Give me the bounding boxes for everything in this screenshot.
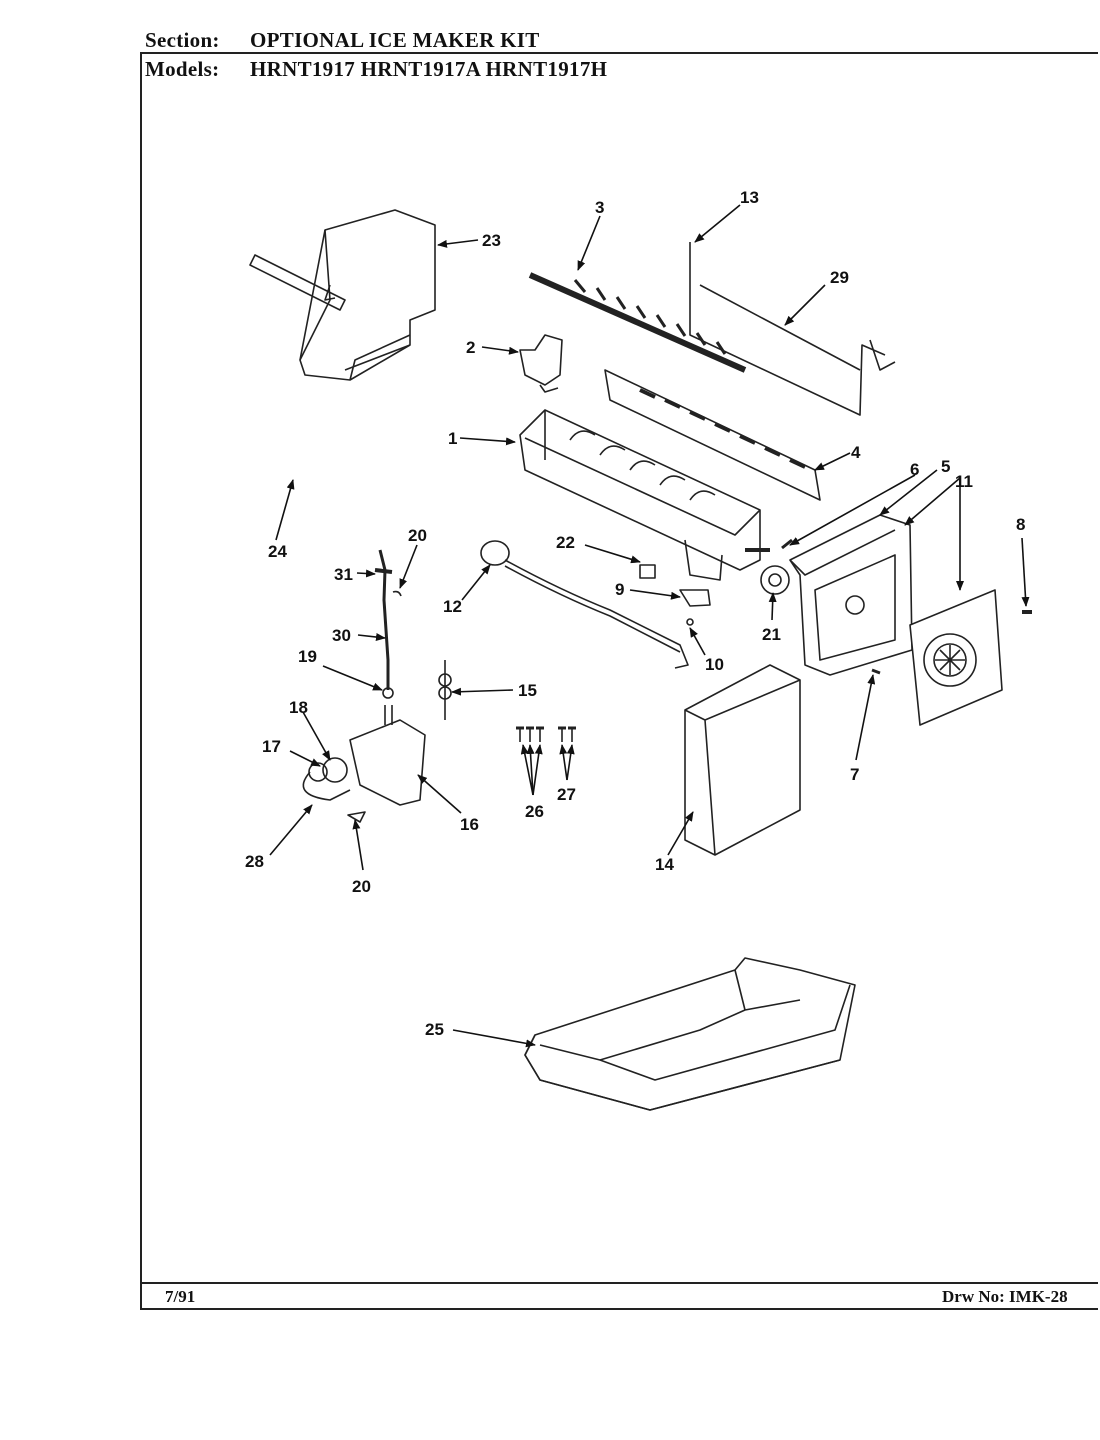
callout-18: 18 xyxy=(289,698,308,717)
models-label: Models: xyxy=(145,57,220,81)
callout-6: 6 xyxy=(910,460,919,479)
callout-5: 5 xyxy=(941,457,950,476)
part-shutoff-arm xyxy=(689,242,896,416)
callout-12: 12 xyxy=(443,597,462,616)
callout-22: 22 xyxy=(556,533,575,552)
callout-13: 13 xyxy=(740,188,759,207)
callout-23: 23 xyxy=(482,231,501,250)
callout-2: 2 xyxy=(466,338,475,357)
drawing-number: Drw No: IMK-28 xyxy=(942,1287,1068,1306)
callout-1: 1 xyxy=(448,429,457,448)
callout-14: 14 xyxy=(655,855,674,874)
callout-7: 7 xyxy=(850,765,859,784)
callout-30: 30 xyxy=(332,626,351,645)
callout-26: 26 xyxy=(525,802,544,821)
callout-28: 28 xyxy=(245,852,264,871)
callout-25: 25 xyxy=(425,1020,444,1039)
part-wire-harness xyxy=(480,540,689,669)
callout-20-upper: 20 xyxy=(408,526,427,545)
part-screws-26-27 xyxy=(516,726,576,742)
callout-27: 27 xyxy=(557,785,576,804)
callout-16: 16 xyxy=(460,815,479,834)
part-motor-assembly xyxy=(909,589,1003,726)
drawing-date: 7/91 xyxy=(165,1287,196,1306)
part-bracket xyxy=(519,334,563,393)
callout-29: 29 xyxy=(830,268,849,287)
callout-15: 15 xyxy=(518,681,537,700)
part-ejector xyxy=(528,272,747,373)
footer-divider xyxy=(140,1282,1098,1284)
callout-9: 9 xyxy=(615,580,624,599)
part-clip xyxy=(639,564,656,579)
part-stripper xyxy=(604,369,821,501)
callout-10: 10 xyxy=(705,655,724,674)
part-screw xyxy=(686,618,694,626)
part-water-line xyxy=(374,549,402,699)
part-mold xyxy=(519,409,761,581)
callout-31: 31 xyxy=(334,565,353,584)
callout-3: 3 xyxy=(595,198,604,217)
drawing-frame xyxy=(140,52,1098,1310)
part-cover xyxy=(299,209,436,381)
models-list: HRNT1917 HRNT1917A HRNT1917H xyxy=(250,57,608,81)
part-valve-clip xyxy=(347,811,366,823)
part-fill-tube xyxy=(249,254,346,311)
callout-8: 8 xyxy=(1016,515,1025,534)
callout-numbers: 1 2 3 4 5 6 7 8 9 10 11 12 13 14 15 16 1… xyxy=(245,188,1025,1039)
callout-17: 17 xyxy=(262,737,281,756)
callout-11: 11 xyxy=(955,472,973,491)
part-mounting-plate xyxy=(679,589,711,607)
part-tube-fittings xyxy=(438,660,452,720)
callout-19: 19 xyxy=(298,647,317,666)
part-thermostat xyxy=(760,565,790,595)
part-ice-bin xyxy=(524,957,856,1111)
leader-arrows xyxy=(269,204,1030,1048)
part-ice-level-cover xyxy=(684,664,801,856)
section-label: Section: xyxy=(145,28,220,52)
part-water-valve xyxy=(302,705,426,823)
part-screw-7 xyxy=(871,668,881,675)
callout-4: 4 xyxy=(851,443,861,462)
callout-20-lower: 20 xyxy=(352,877,371,896)
callout-24: 24 xyxy=(268,542,287,561)
section-title: OPTIONAL ICE MAKER KIT xyxy=(250,28,540,52)
part-control-housing xyxy=(789,514,913,676)
callout-21: 21 xyxy=(762,625,781,644)
